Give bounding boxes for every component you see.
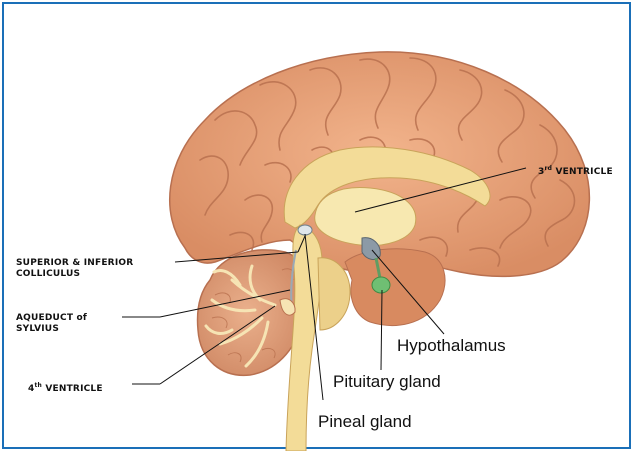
fourth-ventricle-sup: th [34, 382, 42, 389]
pituitary-gland-shape [372, 277, 390, 293]
label-fourth-ventricle: 4th VENTRICLE [28, 380, 103, 395]
label-hypothalamus: Hypothalamus [397, 336, 506, 356]
label-aqueduct-1: AQUEDUCT of [16, 313, 87, 324]
label-colliculus-2: COLLICULUS [16, 269, 80, 280]
pineal-gland-shape [298, 225, 312, 235]
thalamus [315, 187, 416, 245]
third-ventricle-suffix: VENTRICLE [552, 167, 613, 177]
label-pineal-gland: Pineal gland [318, 412, 412, 432]
label-colliculus-1: SUPERIOR & INFERIOR [16, 258, 133, 269]
third-ventricle-sup: rd [544, 165, 552, 172]
temporal-lobe [345, 249, 445, 326]
fourth-ventricle-suffix: VENTRICLE [42, 384, 103, 394]
label-aqueduct-2: SYLVIUS [16, 324, 59, 335]
label-pituitary-gland: Pituitary gland [333, 372, 441, 392]
label-third-ventricle: 3rd VENTRICLE [538, 163, 613, 178]
